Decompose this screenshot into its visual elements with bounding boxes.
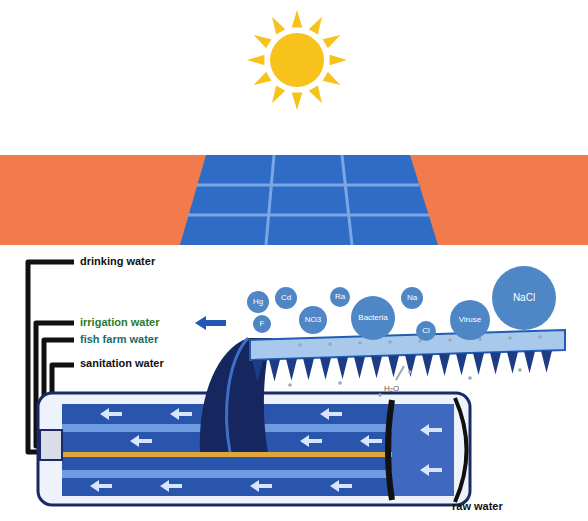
solar-panel xyxy=(180,155,438,245)
output-label: irrigation water xyxy=(80,316,159,329)
contaminant-name: Bacteria xyxy=(358,314,387,322)
contaminant-name: NaCl xyxy=(513,293,535,303)
contaminant-circle: Cl xyxy=(416,321,436,341)
contaminant-circle: NO3 xyxy=(299,306,327,334)
output-label: raw water xyxy=(452,500,503,513)
contaminant-circle: Hg xyxy=(247,291,269,313)
contaminant-circle: Bacteria xyxy=(351,296,395,340)
contaminant-name: Hg xyxy=(253,298,263,306)
contaminant-circle: Cd xyxy=(275,287,297,309)
flow-arrow xyxy=(195,316,226,330)
output-label: drinking water xyxy=(80,255,155,268)
contaminant-circle: Ra xyxy=(330,287,350,307)
contaminant-name: F xyxy=(260,320,265,328)
contaminant-circle: F xyxy=(253,315,271,333)
orange-band xyxy=(0,155,588,245)
contaminant-circle: Na xyxy=(401,287,423,309)
membrane-sheet xyxy=(200,330,565,452)
contaminant-circle: NaCl xyxy=(492,266,556,330)
contaminant-name: Cd xyxy=(281,294,291,302)
panel-grid xyxy=(188,155,429,245)
output-label: sanitation water xyxy=(80,357,164,370)
contaminant-name: Cl xyxy=(422,327,430,335)
contaminant-name: Na xyxy=(407,294,417,302)
water-arrow xyxy=(396,366,404,380)
sun xyxy=(247,10,347,110)
outlet-pipes xyxy=(28,262,447,496)
contaminant-name: Ra xyxy=(335,293,345,301)
contaminant-name: Viruse xyxy=(459,316,482,324)
output-label: fish farm water xyxy=(80,333,158,346)
contaminant-name: NO3 xyxy=(305,316,321,324)
contaminant-circle: Viruse xyxy=(450,300,490,340)
output-label: H₂O xyxy=(384,384,399,393)
